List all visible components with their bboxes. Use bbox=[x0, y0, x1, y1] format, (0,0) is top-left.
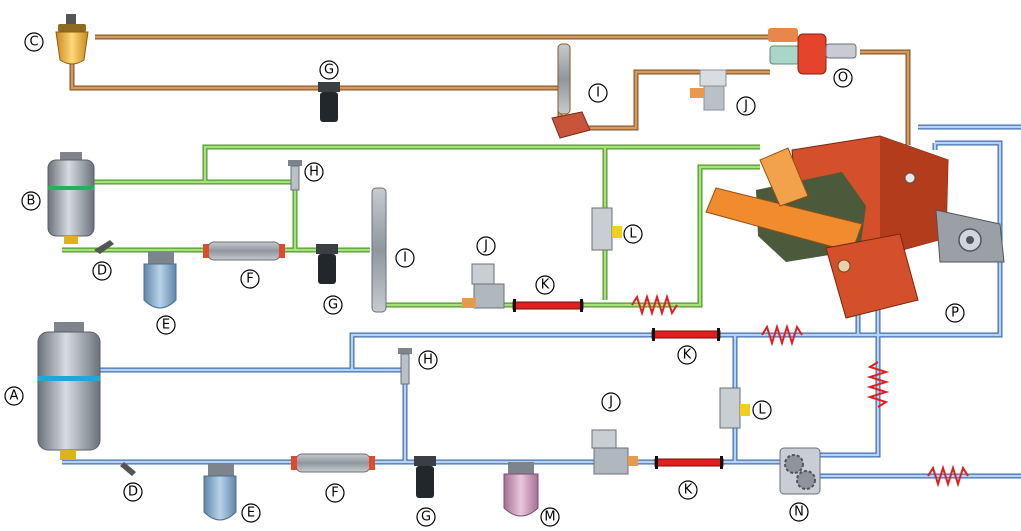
svg-text:K: K bbox=[683, 348, 692, 363]
tank-b bbox=[47, 152, 95, 244]
red-hose-k-green bbox=[512, 299, 584, 312]
drain-valve-d-bottom bbox=[120, 462, 136, 476]
label-f-bottom: F bbox=[325, 483, 345, 503]
label-j-copper: J bbox=[736, 96, 756, 116]
svg-text:O: O bbox=[838, 71, 848, 86]
coil-hose-exhaust bbox=[927, 464, 969, 488]
svg-text:J: J bbox=[608, 395, 613, 410]
drain-valve-d-top bbox=[94, 240, 114, 254]
separator-m bbox=[503, 462, 539, 517]
label-g-blue: G bbox=[416, 507, 436, 527]
label-i-green: I bbox=[395, 248, 415, 268]
coil-hose-green bbox=[631, 293, 678, 317]
regulator-j-copper bbox=[690, 69, 727, 111]
label-l-blue: L bbox=[752, 400, 772, 420]
svg-text:I: I bbox=[596, 86, 600, 101]
label-j-blue: J bbox=[601, 392, 621, 412]
svg-text:E: E bbox=[247, 506, 255, 521]
svg-text:C: C bbox=[29, 35, 38, 50]
coil-hoses bbox=[631, 293, 969, 488]
tank-c bbox=[55, 14, 89, 65]
svg-text:E: E bbox=[162, 318, 170, 333]
coil-hose-blue-top bbox=[761, 323, 803, 347]
svg-text:D: D bbox=[97, 264, 107, 279]
machine-p bbox=[705, 135, 1005, 319]
label-k-blue-top: K bbox=[677, 345, 697, 365]
red-hose-k-blue-bottom bbox=[654, 456, 724, 469]
label-n: N bbox=[789, 502, 809, 522]
label-i-copper: I bbox=[588, 83, 608, 103]
svg-text:G: G bbox=[421, 510, 431, 525]
label-h-green: H bbox=[304, 162, 324, 182]
label-k-blue-bottom: K bbox=[678, 480, 698, 500]
svg-text:J: J bbox=[483, 239, 488, 254]
tee-h-green bbox=[288, 160, 302, 191]
gear-motor-n bbox=[779, 447, 821, 495]
unit-i-copper bbox=[551, 43, 591, 139]
label-c: C bbox=[24, 32, 44, 52]
label-p: P bbox=[945, 303, 965, 323]
filter-g-copper bbox=[318, 82, 340, 122]
svg-text:L: L bbox=[629, 227, 637, 242]
red-hose-k-blue-top bbox=[651, 328, 721, 341]
copper-lines bbox=[69, 34, 911, 145]
svg-text:G: G bbox=[328, 298, 338, 313]
label-d-top: D bbox=[92, 261, 112, 281]
separator-e-bottom bbox=[203, 464, 237, 521]
svg-text:F: F bbox=[246, 272, 253, 287]
label-a: A bbox=[4, 386, 24, 406]
svg-text:F: F bbox=[331, 486, 338, 501]
svg-text:G: G bbox=[324, 63, 334, 78]
label-k-green: K bbox=[535, 275, 555, 295]
svg-text:K: K bbox=[541, 278, 550, 293]
label-l-green: L bbox=[623, 224, 643, 244]
label-h-blue: H bbox=[418, 350, 438, 370]
svg-text:P: P bbox=[951, 306, 959, 321]
label-e-top: E bbox=[156, 315, 176, 335]
label-d-bottom: D bbox=[123, 482, 143, 502]
coil-hose-vertical bbox=[866, 361, 890, 408]
tank-a bbox=[37, 322, 101, 460]
label-o: O bbox=[833, 68, 853, 88]
coupling-o bbox=[768, 28, 857, 75]
valve-l-blue bbox=[719, 387, 750, 429]
svg-text:K: K bbox=[684, 483, 693, 498]
filter-g-green bbox=[316, 244, 338, 284]
label-j-green: J bbox=[476, 236, 496, 256]
valve-l-green bbox=[591, 207, 622, 251]
filter-f-top bbox=[203, 241, 285, 261]
svg-text:I: I bbox=[403, 251, 407, 266]
filter-g-blue bbox=[414, 456, 436, 498]
label-f-top: F bbox=[240, 269, 260, 289]
regulator-j-green bbox=[462, 263, 505, 309]
svg-text:M: M bbox=[544, 510, 555, 525]
svg-text:D: D bbox=[128, 485, 138, 500]
label-b: B bbox=[21, 191, 41, 211]
filter-f-bottom bbox=[291, 453, 375, 473]
svg-text:L: L bbox=[758, 403, 766, 418]
label-e-bottom: E bbox=[241, 503, 261, 523]
regulator-j-blue bbox=[591, 429, 638, 475]
unit-i-green bbox=[371, 187, 387, 313]
label-g-copper: G bbox=[319, 60, 339, 80]
svg-text:H: H bbox=[423, 353, 433, 368]
label-g-green: G bbox=[323, 295, 343, 315]
svg-text:J: J bbox=[743, 99, 748, 114]
tee-h-blue bbox=[398, 348, 412, 385]
separator-e-top bbox=[143, 252, 177, 309]
svg-text:N: N bbox=[794, 505, 804, 520]
label-m: M bbox=[540, 507, 560, 527]
svg-text:A: A bbox=[10, 389, 19, 404]
svg-text:B: B bbox=[27, 194, 36, 209]
svg-text:H: H bbox=[309, 165, 319, 180]
